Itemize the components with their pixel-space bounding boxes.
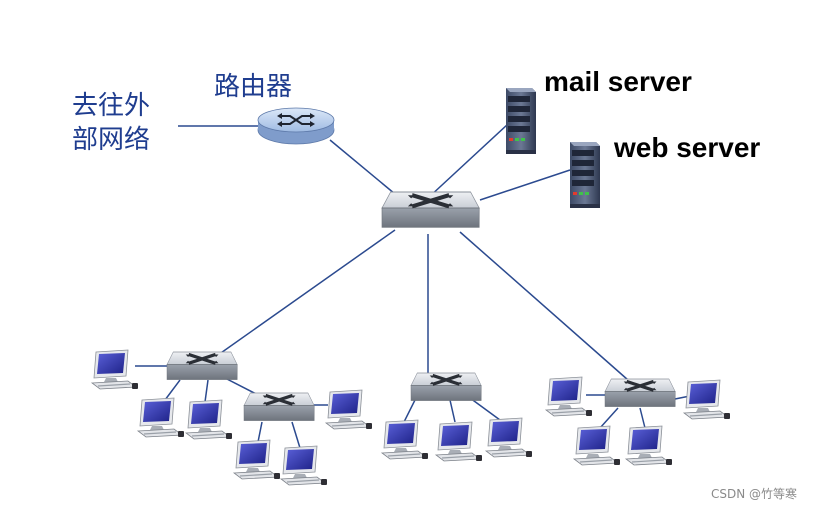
external-network-line1: 去往外: [72, 91, 151, 121]
server-icon: [570, 142, 600, 208]
computer-icon: [683, 379, 731, 420]
computer-icon: [435, 421, 483, 462]
computer-icon: [233, 439, 281, 480]
computer-icon: [485, 417, 533, 458]
server-icon: [506, 88, 536, 154]
computer-icon: [325, 389, 373, 430]
computer-icon: [625, 425, 673, 466]
switch-icon: [382, 192, 479, 227]
switch-icon: [603, 377, 677, 409]
mail-server-label: mail server: [544, 66, 692, 97]
external-network-line2: 部网络: [72, 125, 151, 155]
computer-icon: [137, 397, 185, 438]
computer-icon: [545, 376, 593, 417]
computer-icon: [381, 419, 429, 460]
switch-icon: [409, 371, 483, 403]
switch-icon: [165, 350, 239, 382]
computer-icon: [185, 399, 233, 440]
watermark: CSDN @竹等寒: [711, 487, 798, 501]
external-network-label: 去往外 部网络: [72, 89, 150, 157]
computer-icon: [91, 349, 139, 390]
router-icon: [257, 107, 335, 145]
computer-icon: [280, 445, 328, 486]
web-server-label: web server: [614, 132, 761, 163]
switch-icon: [242, 391, 316, 423]
router-label: 路由器: [214, 72, 293, 102]
computer-icon: [573, 425, 621, 466]
